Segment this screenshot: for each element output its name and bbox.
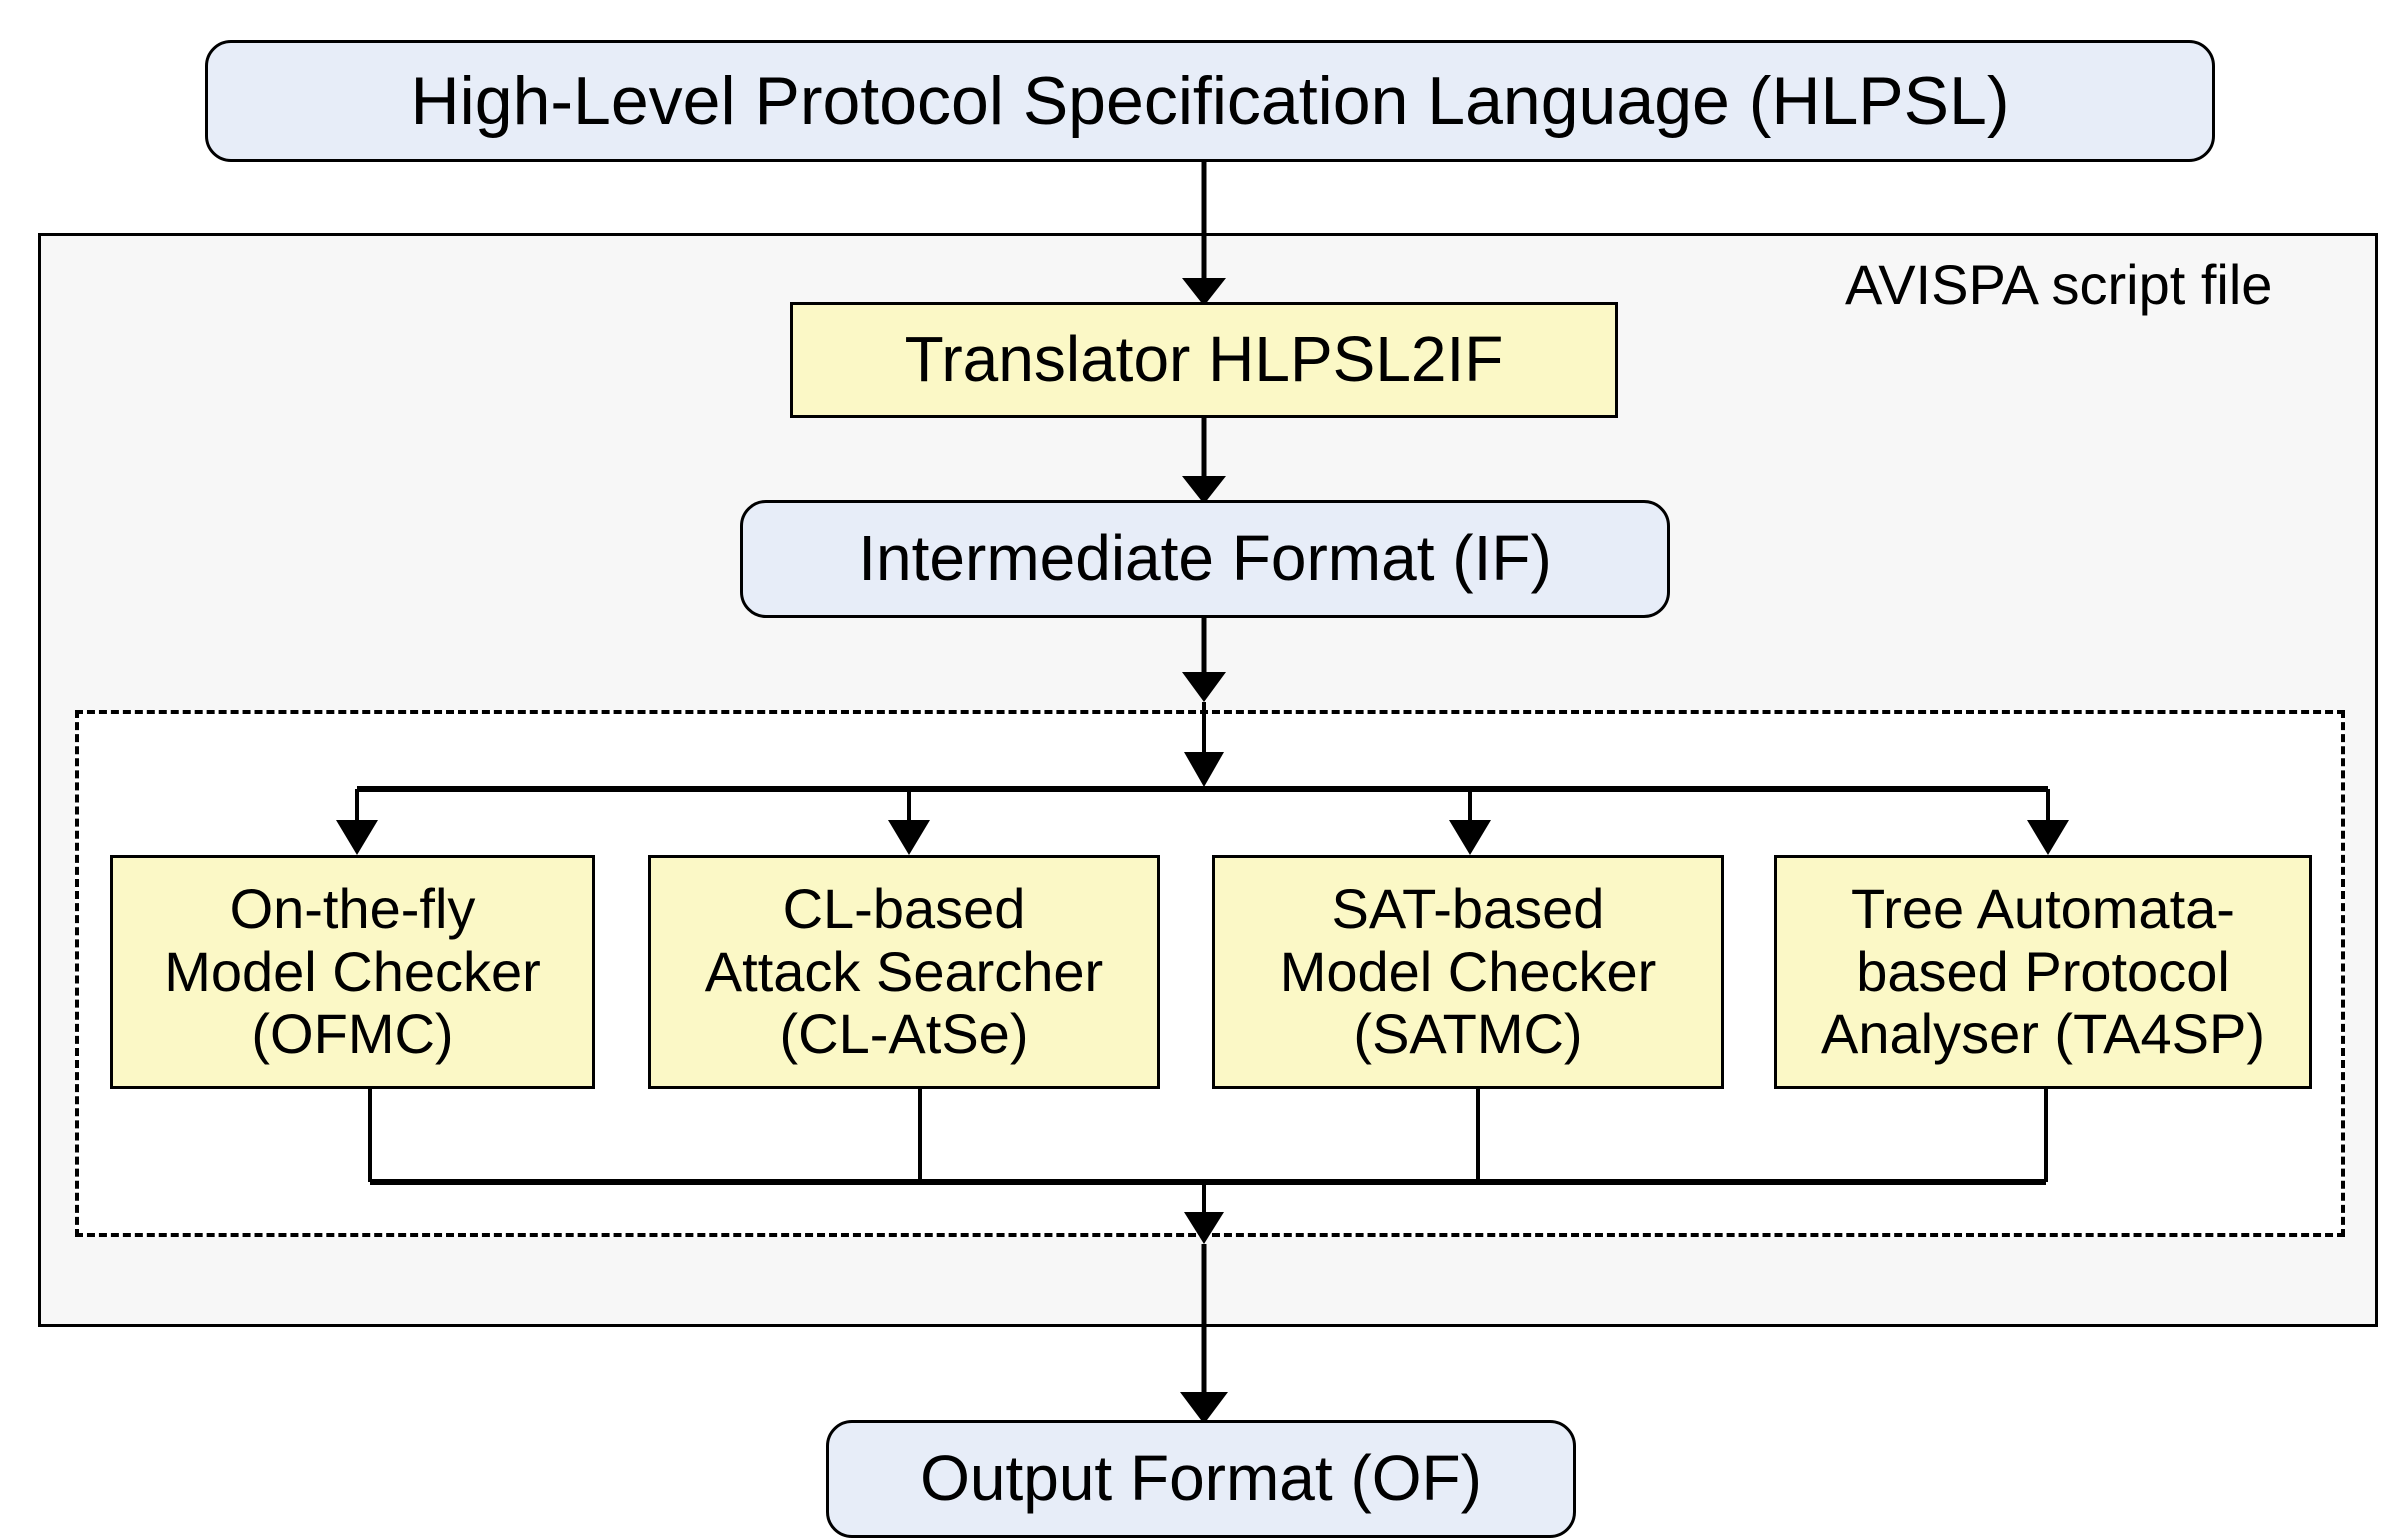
node-ta4sp[interactable]: Tree Automata- based Protocol Analyser (… xyxy=(1774,855,2312,1089)
node-hlpsl[interactable]: High-Level Protocol Specification Langua… xyxy=(205,40,2215,162)
node-ofmc[interactable]: On-the-fly Model Checker (OFMC) xyxy=(110,855,595,1089)
avispa-script-file-label: AVISPA script file xyxy=(1845,253,2273,316)
node-translator-hlpsl2if[interactable]: Translator HLPSL2IF xyxy=(790,302,1618,418)
node-satmc[interactable]: SAT-based Model Checker (SATMC) xyxy=(1212,855,1724,1089)
node-cl-atse[interactable]: CL-based Attack Searcher (CL-AtSe) xyxy=(648,855,1160,1089)
node-intermediate-format[interactable]: Intermediate Format (IF) xyxy=(740,500,1670,618)
node-output-format[interactable]: Output Format (OF) xyxy=(826,1420,1576,1538)
